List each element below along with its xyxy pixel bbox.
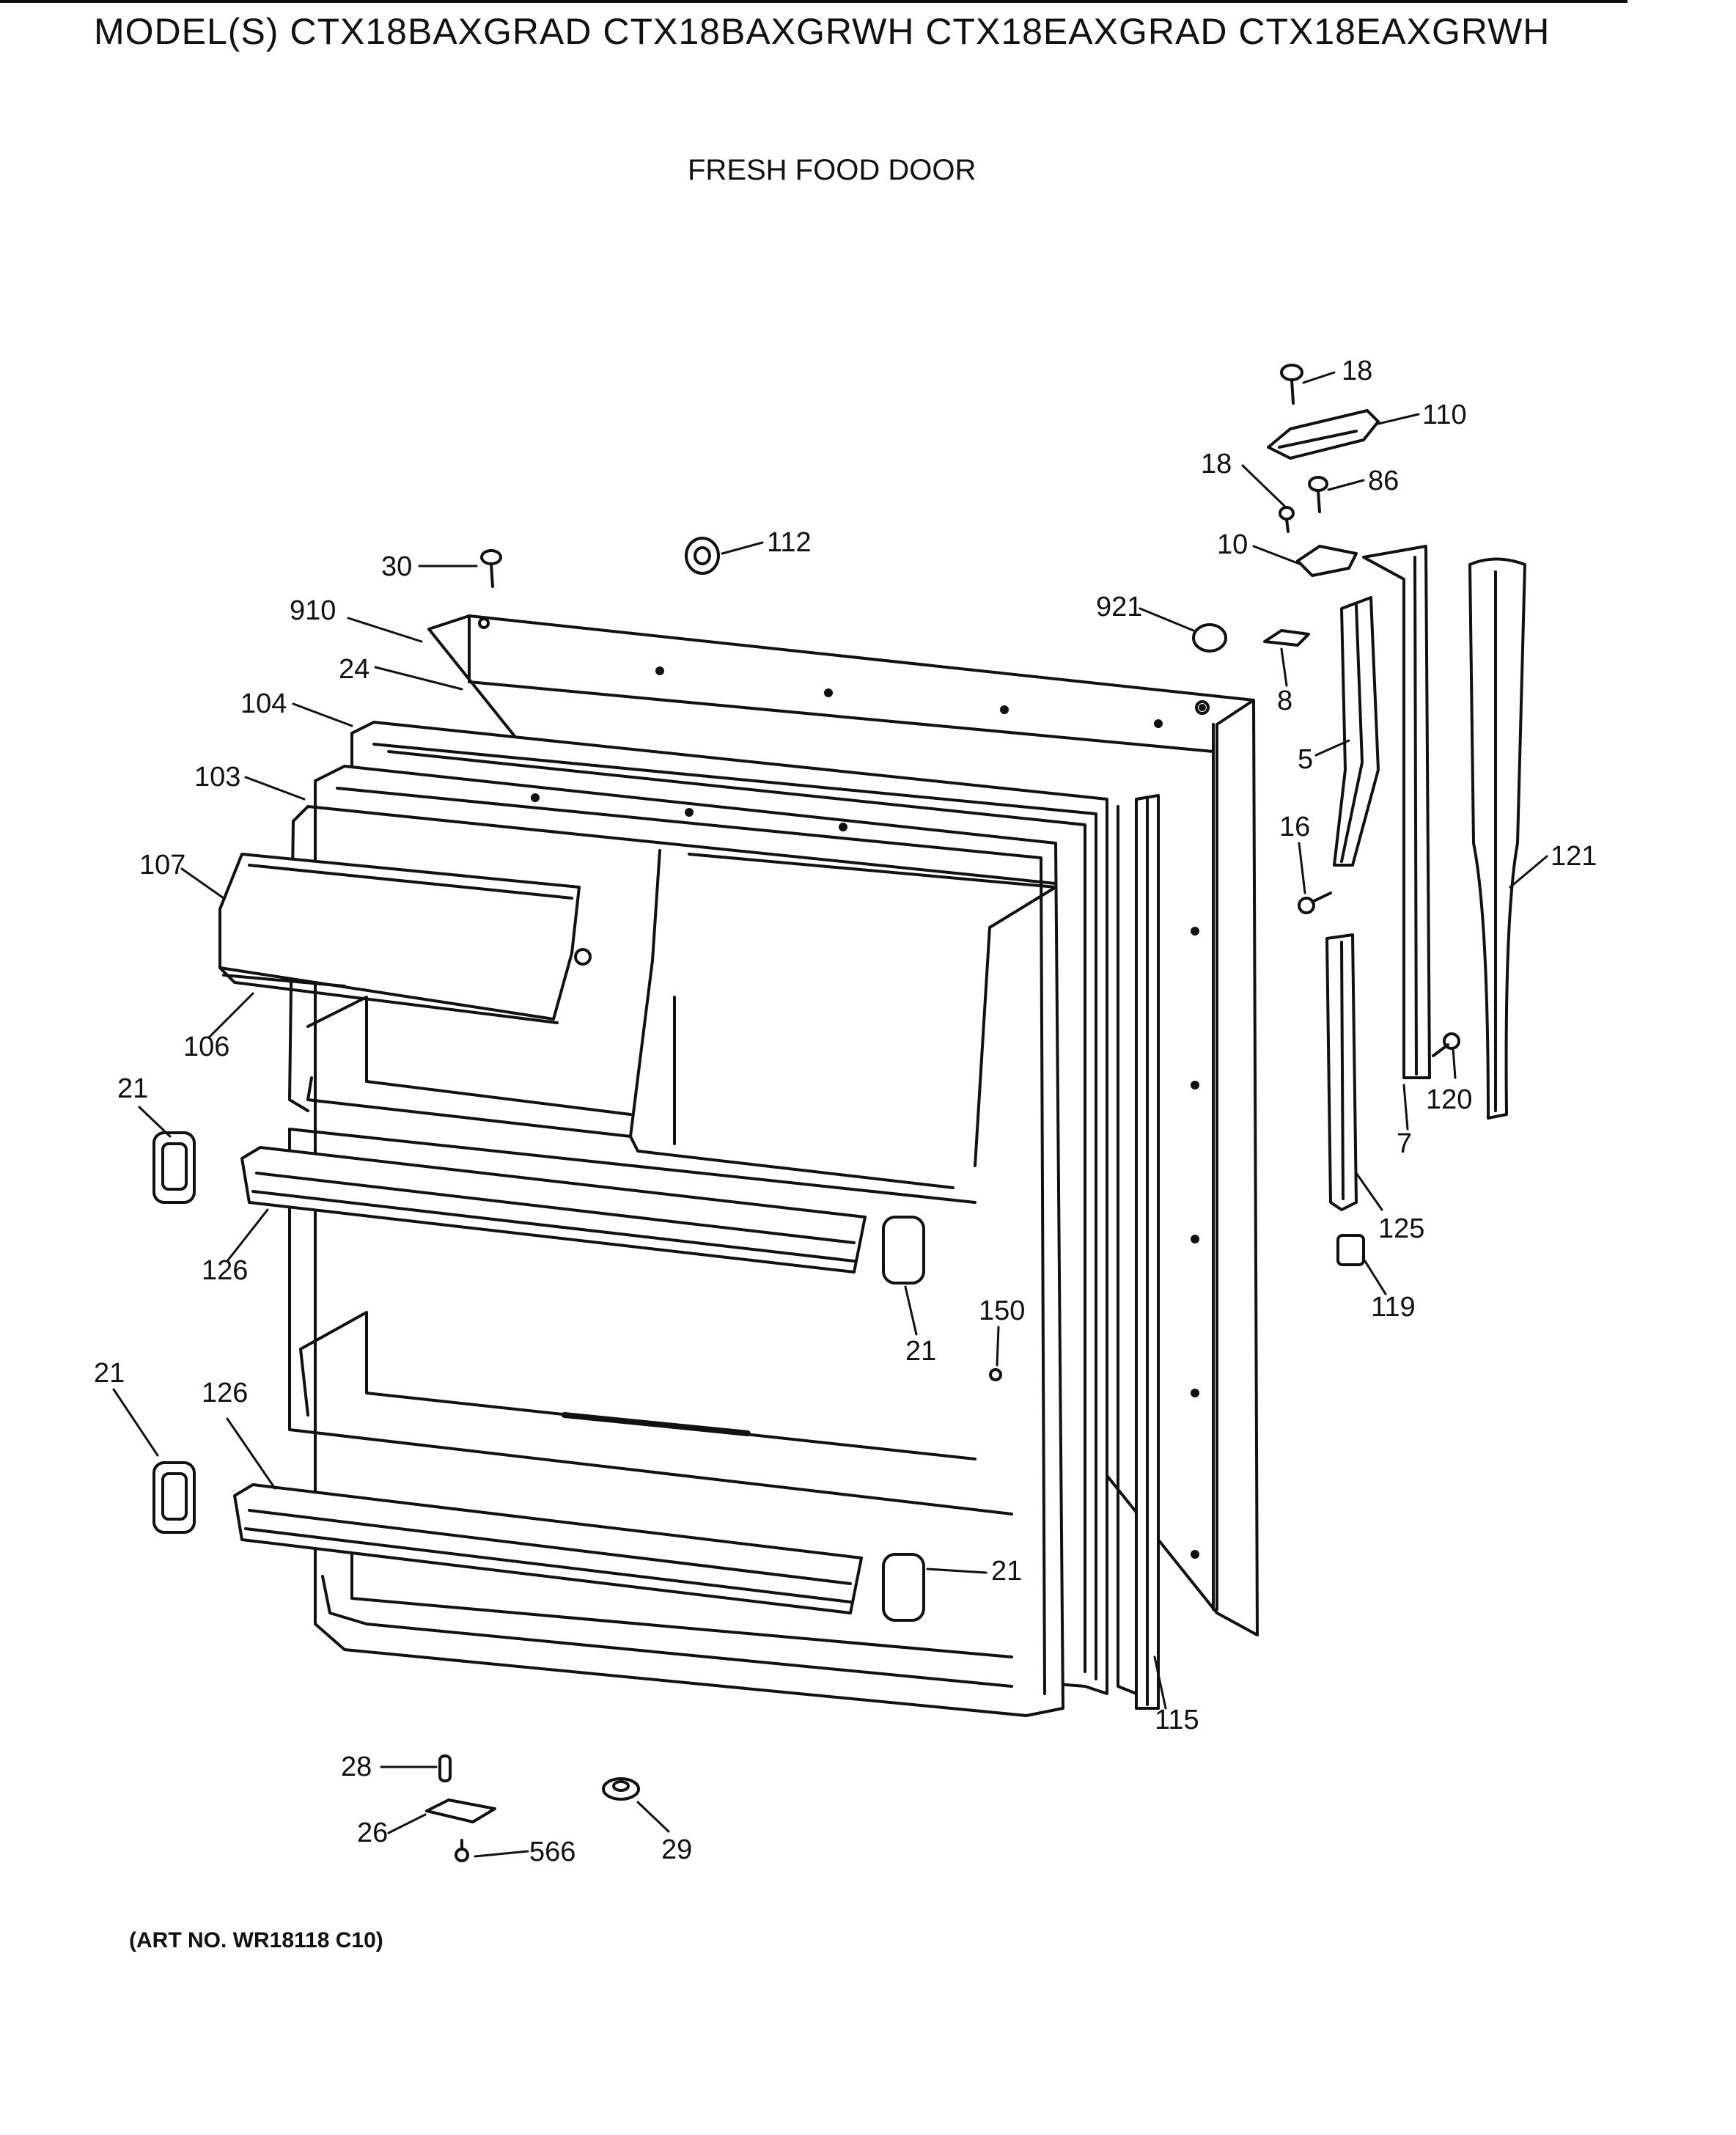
callout-label: 24 [339, 654, 369, 685]
callout-label: 112 [767, 527, 812, 558]
callout-label: 103 [194, 762, 240, 793]
handle-assembly [1325, 545, 1431, 1211]
callout-label: 104 [240, 688, 287, 719]
callout-numbers: 18 110 18 86 10 112 30 910 921 8 24 104 … [94, 356, 1597, 1867]
dairy-hinge [222, 974, 346, 988]
callout-label: 16 [1279, 812, 1310, 842]
callout-label: 115 [1155, 1705, 1199, 1735]
callout-label: 28 [341, 1752, 372, 1782]
callout-label: 86 [1368, 466, 1399, 496]
callout-label: 21 [94, 1358, 125, 1389]
upper-compartment [288, 805, 1057, 1189]
dairy-door [218, 853, 592, 1024]
callout-label: 26 [357, 1818, 388, 1848]
callout-label: 121 [1551, 841, 1597, 872]
callout-label: 126 [202, 1255, 248, 1286]
callout-leader-lines [112, 371, 1548, 1858]
callout-label: 8 [1277, 686, 1292, 716]
callout-label: 126 [202, 1378, 248, 1408]
shelf-end-caps [152, 1131, 925, 1622]
callout-label: 18 [1201, 449, 1232, 479]
hardware-parts [425, 364, 1460, 1862]
callout-label: 910 [290, 595, 336, 626]
callout-label: 10 [1217, 529, 1248, 560]
callout-label: 7 [1397, 1128, 1412, 1159]
lower-shelf-bar [233, 1483, 863, 1614]
callout-label: 125 [1378, 1213, 1424, 1244]
callout-label: 106 [183, 1032, 229, 1062]
callout-label: 119 [1371, 1292, 1416, 1323]
callout-label: 107 [139, 850, 185, 881]
callout-label: 21 [991, 1556, 1022, 1587]
handle-cover [1468, 557, 1526, 1120]
callout-label: 18 [1342, 356, 1372, 386]
model-list-title: MODEL(S) CTX18BAXGRAD CTX18BAXGRWH CTX18… [94, 11, 1551, 52]
callout-label: 21 [905, 1336, 936, 1367]
top-rule [0, 0, 1628, 3]
callout-label: 150 [979, 1296, 1025, 1326]
upper-shelf-bar [240, 1146, 867, 1274]
callout-label: 29 [661, 1834, 692, 1865]
door-gasket [1117, 794, 1160, 1710]
callout-label: 120 [1426, 1084, 1472, 1115]
callout-label: 21 [117, 1073, 148, 1104]
callout-label: 110 [1422, 400, 1467, 430]
callout-label: 30 [381, 551, 412, 582]
callout-label: 921 [1096, 592, 1142, 622]
section-title: FRESH FOOD DOOR [688, 154, 976, 186]
callout-label: 5 [1298, 744, 1313, 775]
art-number: (ART NO. WR18118 C10) [129, 1928, 383, 1952]
lower-compartment [288, 1128, 1013, 1515]
callout-label: 566 [529, 1837, 575, 1867]
